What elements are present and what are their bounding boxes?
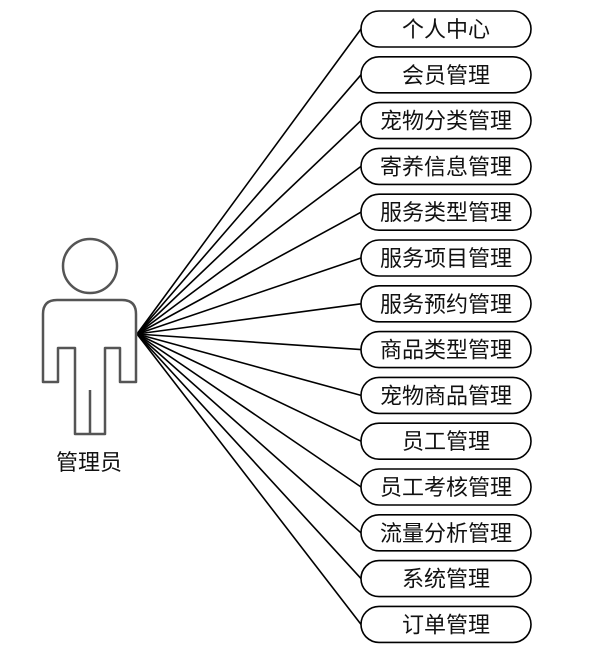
connector-line xyxy=(136,211,362,335)
connector-line xyxy=(136,257,362,335)
use-case-box xyxy=(360,284,532,323)
use-case-box xyxy=(360,422,532,461)
use-case-node: 商品类型管理 xyxy=(360,330,532,369)
actor-label: 管理员 xyxy=(56,451,122,476)
use-case-label: 服务项目管理 xyxy=(380,247,512,272)
connector-line xyxy=(136,120,362,335)
use-case-box xyxy=(360,193,532,231)
connector-line xyxy=(136,333,362,397)
use-case-box xyxy=(360,605,532,644)
use-case-box xyxy=(360,55,532,94)
connector-line xyxy=(136,165,362,335)
connector-line xyxy=(136,333,362,351)
use-case-label: 宠物分类管理 xyxy=(380,110,512,135)
connector-line xyxy=(136,333,362,442)
actor-figure xyxy=(41,237,138,436)
use-case-box xyxy=(360,101,532,140)
use-case-box xyxy=(360,468,532,506)
use-case-node: 会员管理 xyxy=(360,55,532,94)
use-case-label: 服务预约管理 xyxy=(380,293,512,318)
connector-line xyxy=(136,28,362,335)
use-case-node: 服务预约管理 xyxy=(360,284,532,323)
use-case-node: 宠物商品管理 xyxy=(360,376,532,415)
connector-line xyxy=(136,333,362,534)
use-case-node: 流量分析管理 xyxy=(360,513,532,552)
use-case-label: 员工考核管理 xyxy=(380,476,512,501)
use-case-node: 服务类型管理 xyxy=(360,193,532,231)
use-case-node: 订单管理 xyxy=(360,605,532,644)
use-case-list: 个人中心会员管理宠物分类管理寄养信息管理服务类型管理服务项目管理服务预约管理商品… xyxy=(360,10,532,644)
use-case-label: 订单管理 xyxy=(402,613,490,638)
use-case-box xyxy=(360,559,532,598)
use-case-label: 系统管理 xyxy=(402,568,490,593)
connector-lines xyxy=(136,28,362,625)
use-case-node: 服务项目管理 xyxy=(360,239,532,277)
connector-line xyxy=(136,303,362,335)
use-case-box xyxy=(360,330,532,369)
connector-line xyxy=(136,333,362,625)
use-case-node: 员工管理 xyxy=(360,422,532,461)
use-case-node: 个人中心 xyxy=(360,10,532,48)
actor-body xyxy=(41,298,138,436)
use-case-label: 会员管理 xyxy=(402,64,490,89)
use-case-node: 宠物分类管理 xyxy=(360,101,532,140)
connector-line xyxy=(136,333,362,580)
use-case-label: 商品类型管理 xyxy=(380,339,512,364)
use-case-node: 员工考核管理 xyxy=(360,468,532,506)
use-case-label: 流量分析管理 xyxy=(380,522,512,547)
use-case-box xyxy=(360,10,532,48)
use-case-label: 宠物商品管理 xyxy=(380,384,512,409)
use-case-label: 寄养信息管理 xyxy=(380,155,512,180)
actor-head xyxy=(61,237,119,295)
connector-line xyxy=(136,74,362,335)
use-case-box xyxy=(360,376,532,415)
use-case-label: 服务类型管理 xyxy=(380,201,512,226)
use-case-box xyxy=(360,239,532,277)
use-case-box xyxy=(360,513,532,552)
use-case-node: 寄养信息管理 xyxy=(360,147,532,186)
use-case-node: 系统管理 xyxy=(360,559,532,598)
connector-line xyxy=(136,333,362,488)
use-case-box xyxy=(360,147,532,186)
use-case-label: 员工管理 xyxy=(402,430,490,455)
use-case-label: 个人中心 xyxy=(402,18,490,43)
